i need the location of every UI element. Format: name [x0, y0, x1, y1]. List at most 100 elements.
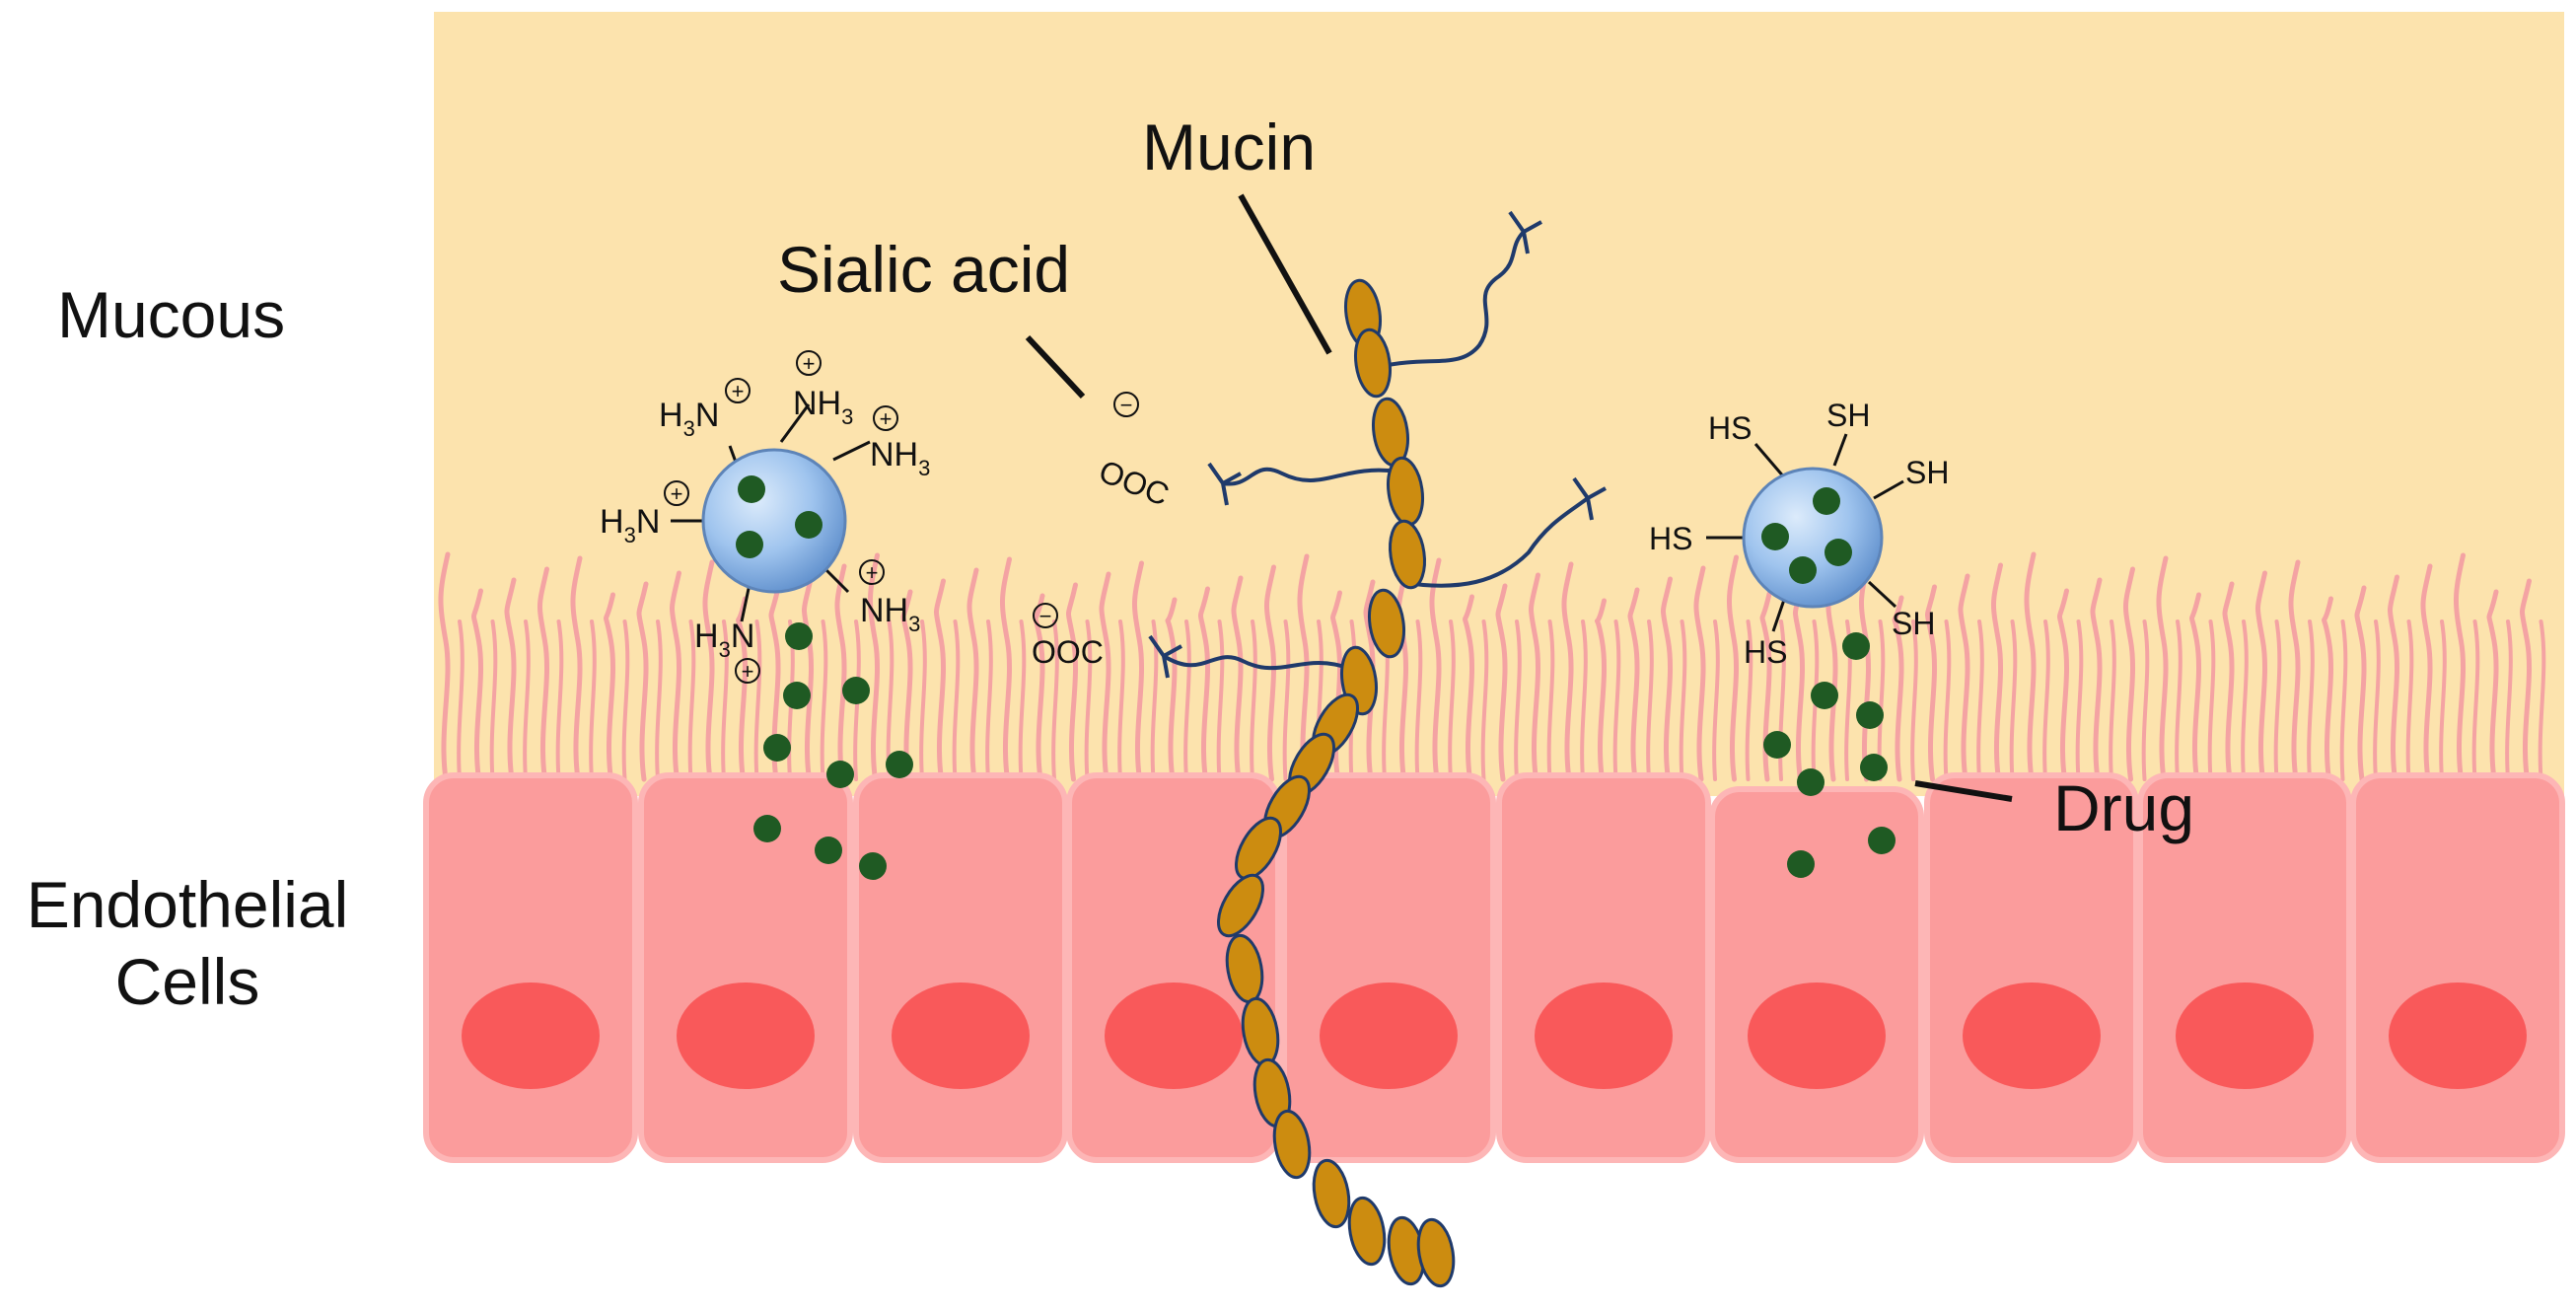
glycocalyx-strand	[2471, 619, 2480, 781]
mucous-label: Mucous	[57, 278, 285, 351]
amine-group-sub: 3	[683, 416, 695, 441]
thiol-nanoparticle: HS SH SH HS HS SH	[1649, 398, 1949, 670]
glycocalyx-strand	[702, 559, 715, 782]
drug-leader-line	[1914, 780, 2013, 802]
glycocalyx-strand	[655, 619, 663, 781]
drug-particle	[1797, 768, 1825, 796]
glycocalyx-strand	[1033, 593, 1045, 782]
drug-dot	[736, 531, 763, 558]
cell-nucleus	[2389, 982, 2527, 1089]
drug-dot	[795, 511, 823, 539]
svg-text:H3N: H3N	[659, 397, 719, 441]
drug-particle	[1811, 682, 1838, 709]
glycocalyx-strand	[2288, 559, 2301, 782]
glycocalyx-strand	[1693, 565, 1706, 782]
ammonium-group-sub: 3	[918, 456, 930, 480]
glycocalyx-strand	[1495, 583, 1508, 782]
glycocalyx-strand	[1231, 575, 1244, 782]
mucin-label: Mucin	[1142, 110, 1316, 183]
ammonium-group-sub: 3	[841, 404, 853, 429]
glycan-fork	[1572, 476, 1607, 521]
amine-group-h: H	[659, 397, 683, 434]
glycocalyx-strand	[1463, 594, 1474, 782]
glycocalyx-strand	[721, 619, 729, 781]
glycocalyx-strand	[1448, 619, 1456, 781]
glycocalyx-strand	[504, 577, 517, 782]
glycocalyx-strand	[1529, 572, 1540, 782]
glycocalyx-strand	[1892, 595, 1904, 782]
glycocalyx-strand	[2373, 619, 2381, 781]
mucin-bead	[1354, 328, 1392, 399]
drug-label: Drug	[2053, 771, 2194, 844]
glycocalyx-strand	[1297, 553, 1310, 782]
glycocalyx-strand	[457, 619, 465, 781]
glycocalyx-strand	[1363, 579, 1376, 782]
glycan-chain	[1222, 467, 1399, 486]
positive-charge-icon	[796, 350, 822, 376]
glycocalyx-strand	[820, 619, 828, 781]
mucin-strand	[1217, 278, 1456, 1288]
amine-group-h: H	[600, 503, 624, 541]
glycocalyx-strand	[952, 619, 961, 781]
glycocalyx-strand	[919, 619, 927, 781]
ammonium-group-sub: 3	[908, 612, 920, 636]
glycocalyx-strand	[537, 566, 549, 782]
sialic-acid-label: Sialic acid	[777, 233, 1070, 306]
glycocalyx-strand	[2241, 619, 2249, 781]
thiol-group: HS	[1708, 410, 1752, 446]
sialic-acid-leader-line	[1025, 334, 1086, 400]
glycocalyx-strand	[2339, 619, 2348, 781]
glycocalyx-strand	[2405, 619, 2414, 781]
mucin-bead	[1416, 1217, 1456, 1288]
glycocalyx-strand	[1958, 573, 1970, 782]
glycocalyx-strand	[2024, 551, 2037, 782]
endothelial-cells	[423, 772, 2565, 1163]
positive-charge-icon	[873, 405, 898, 431]
drug-particle	[1868, 827, 1896, 854]
glycocalyx-strand	[2273, 619, 2282, 781]
glycocalyx-strand	[687, 619, 696, 781]
glycocalyx-strand	[933, 578, 946, 782]
glycocalyx-strand	[1594, 598, 1607, 782]
plus-sign: +	[732, 379, 745, 403]
amine-group-n: N	[695, 397, 720, 434]
glycocalyx-strand	[604, 592, 615, 782]
glycocalyx-strand	[1778, 619, 1786, 781]
glycocalyx-strand	[2189, 592, 2201, 782]
svg-text:NH3: NH3	[793, 385, 853, 429]
cell-nucleus	[1105, 982, 1243, 1089]
drug-particle	[1763, 731, 1791, 759]
drug-particle	[859, 852, 887, 880]
drug-particle	[826, 761, 854, 788]
mucin-bead	[1368, 588, 1405, 659]
endothelial-cell	[853, 772, 1068, 1163]
glycocalyx-strand	[1910, 619, 1918, 781]
glycocalyx-strand	[621, 619, 630, 781]
glycocalyx-strand	[1429, 557, 1442, 782]
mucin-glycan-chains	[1148, 210, 1607, 679]
glycocalyx-strand	[1216, 619, 1225, 781]
mucin-bead	[1217, 873, 1264, 938]
glycocalyx-strand	[2009, 619, 2018, 781]
endothelial-cell	[1281, 772, 1496, 1163]
amine-group-h: H	[694, 618, 719, 655]
thiol-group: HS	[1744, 634, 1787, 670]
glycocalyx-strand	[2388, 574, 2399, 782]
drug-particle	[1842, 632, 1870, 660]
carboxylate-group: OOC	[1032, 634, 1104, 670]
drug-dot	[1789, 556, 1817, 584]
glycocalyx-strand	[834, 563, 847, 782]
cell-nucleus	[1535, 982, 1673, 1089]
amine-group-n: N	[636, 503, 661, 541]
glycocalyx-strand	[2175, 619, 2182, 781]
glycocalyx-strand	[1099, 571, 1111, 782]
glycocalyx-strand	[1727, 554, 1739, 782]
glycocalyx-strand	[2056, 588, 2069, 782]
svg-text:NH3: NH3	[870, 436, 930, 480]
thiol-group: SH	[1826, 398, 1870, 433]
glycocalyx-strand	[1018, 619, 1027, 781]
glycocalyx-strand	[2538, 619, 2546, 781]
glycocalyx-strand	[1250, 619, 1257, 781]
glycocalyx-strand	[2322, 596, 2333, 782]
